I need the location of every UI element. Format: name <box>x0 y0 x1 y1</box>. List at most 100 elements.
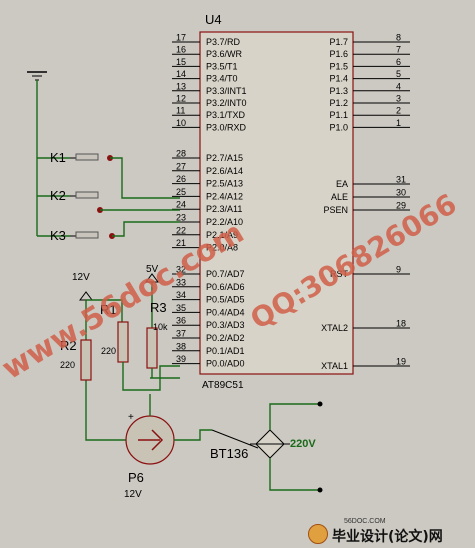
ic-pin-name: P1.5 <box>329 61 348 71</box>
ic-pin-number: 13 <box>176 81 186 91</box>
resistor-r1: R1 220 <box>100 302 129 363</box>
switch-k3-label: K3 <box>50 228 66 243</box>
ic-pin-name: P1.0 <box>329 122 348 132</box>
ic-pin-number: 14 <box>176 69 186 79</box>
watermark-logo: 56DOC.COM 毕业设计(论文)网 <box>300 518 472 546</box>
ic-pin-number: 35 <box>176 303 186 313</box>
ic-pin-number: 33 <box>176 277 186 287</box>
ic-pin-name: EA <box>336 179 348 189</box>
power-5v-label: 5V <box>146 264 159 275</box>
svg-text:+: + <box>128 412 134 423</box>
ic-pin-name: P3.4/T0 <box>206 74 238 84</box>
ic-pin-name: P3.6/WR <box>206 49 243 59</box>
ic-pin-right: 30 ALE <box>331 188 410 202</box>
ic-pin-number: 6 <box>396 57 401 67</box>
ic-pin-number: 36 <box>176 316 186 326</box>
ic-pin-left: 24 P2.3/A11 <box>172 200 242 214</box>
ic-pin-number: 7 <box>396 45 401 55</box>
ic-pin-name: P2.7/A15 <box>206 153 243 163</box>
pump-p6: + P6 12V <box>124 412 175 500</box>
ic-pin-name: P2.6/A14 <box>206 166 243 176</box>
resistor-r3-value: 10k <box>153 322 168 332</box>
power-12v: 12V <box>72 272 93 301</box>
ic-pin-number: 17 <box>176 33 186 43</box>
ic-pin-name: RST <box>330 269 349 279</box>
ic-pin-number: 10 <box>176 118 186 128</box>
wire-r3-p00 <box>150 368 180 379</box>
ic-pin-number: 5 <box>396 69 401 79</box>
ic-pin-name: P1.4 <box>329 74 348 84</box>
ic-pin-number: 8 <box>396 33 401 43</box>
ic-pin-number: 25 <box>176 187 186 197</box>
ic-pin-name: P0.7/AD7 <box>206 269 245 279</box>
ic-pin-name: P3.1/TXD <box>206 110 246 120</box>
resistor-r1-ref: R1 <box>100 302 117 317</box>
ic-pin-number: 12 <box>176 94 186 104</box>
switch-k3: K3 <box>50 228 115 243</box>
wire-r1-p00 <box>122 362 180 391</box>
ic-pin-left: 10 P3.0/RXD <box>172 118 247 132</box>
wire-triac-ac <box>269 403 318 491</box>
ic-pin-number: 32 <box>176 265 186 275</box>
ic-pin-name: P2.5/A13 <box>206 179 243 189</box>
ic-pin-number: 29 <box>396 201 406 211</box>
ic-pin-number: 2 <box>396 106 401 116</box>
ic-pin-number: 28 <box>176 149 186 159</box>
ic-pin-number: 27 <box>176 161 186 171</box>
switch-k1-label: K1 <box>50 150 66 165</box>
ic-pin-number: 34 <box>176 290 186 300</box>
ic-pin-number: 3 <box>396 94 401 104</box>
ic-pin-name: ALE <box>331 192 348 202</box>
logo-icon <box>308 524 328 544</box>
ic-pin-name: P0.5/AD5 <box>206 295 245 305</box>
ic-pin-number: 4 <box>396 81 401 91</box>
ic-pin-name: P1.6 <box>329 49 348 59</box>
ic-body <box>199 31 354 375</box>
resistor-r2-value: 220 <box>60 360 75 370</box>
ic-pin-number: 23 <box>176 213 186 223</box>
ic-pin-name: P1.3 <box>329 86 348 96</box>
ic-pin-left: 28 P2.7/A15 <box>172 149 243 163</box>
resistor-r3-ref: R3 <box>150 300 167 315</box>
triac-ac-label: 220V <box>290 438 316 450</box>
ic-pin-name: P3.2/INT0 <box>206 98 247 108</box>
ic-pin-number: 16 <box>176 45 186 55</box>
ic-pin-number: 21 <box>176 238 186 248</box>
resistor-r2: R2 220 <box>60 338 92 381</box>
ic-pin-number: 37 <box>176 329 186 339</box>
ic-pin-right: 1P1.0 <box>329 118 410 132</box>
ic-pin-name: P2.3/A11 <box>206 204 242 214</box>
ic-pin-left: 25 P2.4/A12 <box>172 187 243 201</box>
triac-bt136: BT136 220V <box>210 429 316 461</box>
ic-pin-name: P3.0/RXD <box>206 122 247 132</box>
ic-pin-name: P2.0/A8 <box>206 243 238 253</box>
ic-pin-name: P3.7/RD <box>206 37 241 47</box>
ic-pin-right: 7 P1.6 <box>329 45 410 59</box>
ic-right-pins: 8P1.77P1.66P1.55P1.44P1.33P1.22P1.11P1.0… <box>321 33 410 371</box>
ic-pin-number: 30 <box>396 188 406 198</box>
ic-pin-number: 24 <box>176 200 186 210</box>
ground-symbol <box>27 71 47 81</box>
ic-pin-number: 15 <box>176 57 186 67</box>
ic-pin-number: 31 <box>396 175 406 185</box>
ic-pin-name: P0.0/AD0 <box>206 359 245 369</box>
ic-pin-number: 9 <box>396 265 401 275</box>
ground-bus-wire <box>36 80 70 237</box>
ic-pin-left: 17 P3.7/RD <box>172 33 241 47</box>
wire-k3-p22 <box>112 221 180 237</box>
ic-pin-name: XTAL2 <box>321 323 348 333</box>
ic-pin-name: P2.4/A12 <box>206 191 243 201</box>
